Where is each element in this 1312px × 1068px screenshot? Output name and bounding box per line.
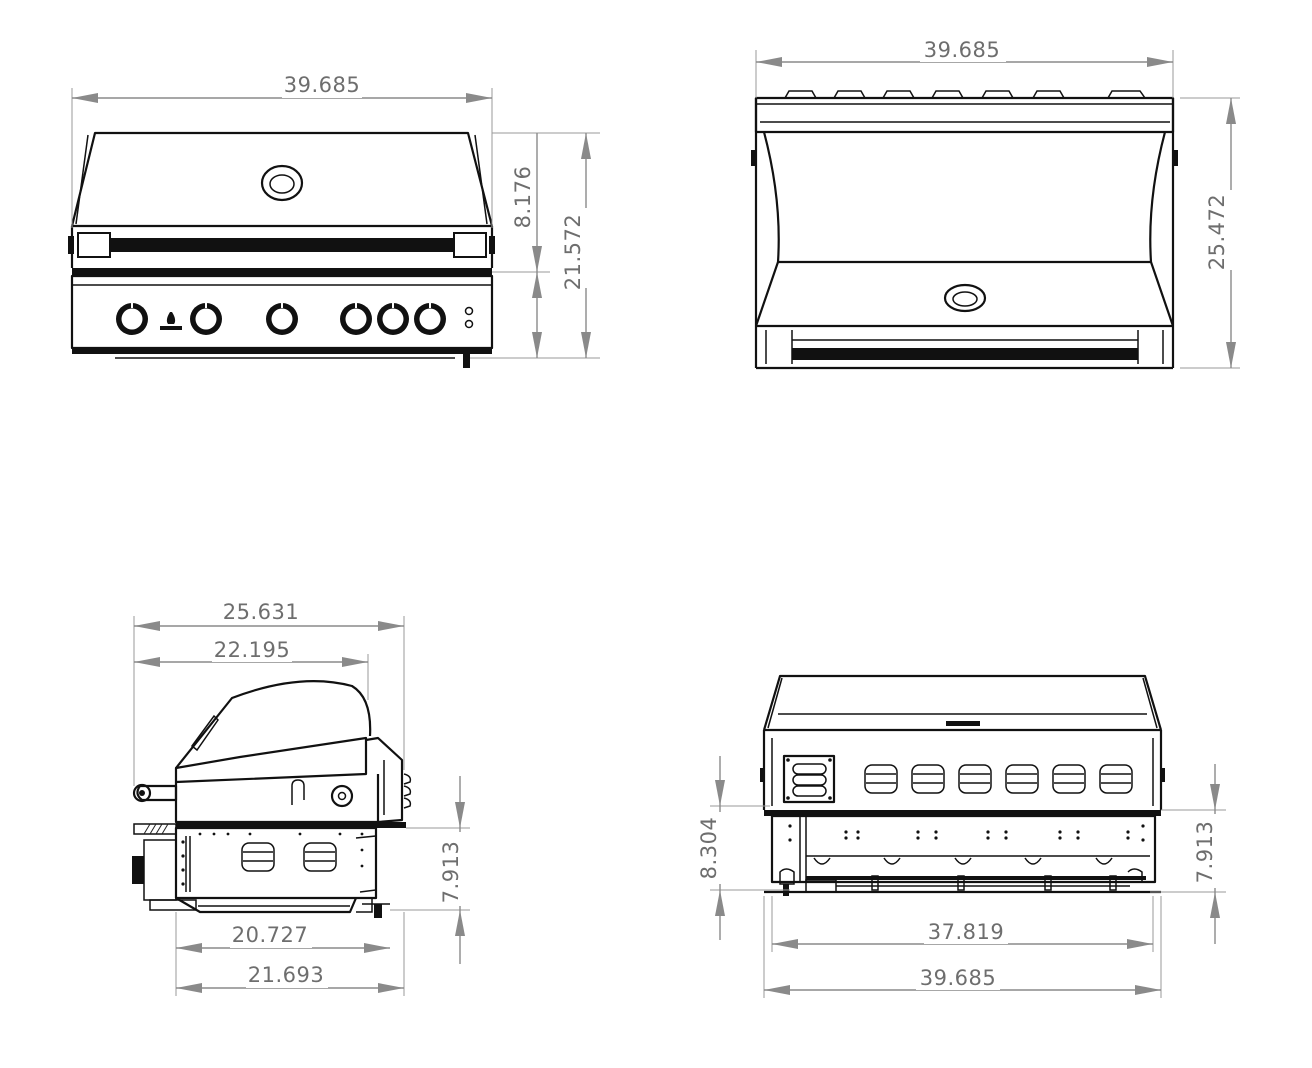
rear-view bbox=[760, 674, 1165, 896]
side-body-height-dimension: 7.913 bbox=[390, 776, 470, 964]
top-depth-dimension: 25.472 bbox=[1180, 97, 1240, 369]
side-base-depth-label: 20.727 bbox=[232, 923, 308, 947]
front-lid-height-label: 8.176 bbox=[511, 166, 535, 229]
side-cutout-depth-dimension: 21.693 bbox=[176, 962, 404, 993]
top-width-dimension: 39.685 bbox=[755, 36, 1174, 98]
rear-body-height-dimension: 8.304 bbox=[697, 756, 790, 940]
rear-right-height-label: 7.913 bbox=[1193, 821, 1217, 884]
top-width-label: 39.685 bbox=[924, 38, 1000, 62]
front-view bbox=[68, 131, 495, 368]
front-width-dimension: 39.685 bbox=[71, 72, 493, 228]
side-hood-depth-dimension: 22.195 bbox=[134, 636, 369, 700]
top-view bbox=[751, 90, 1178, 370]
side-base-depth-dimension: 20.727 bbox=[175, 912, 405, 996]
rear-right-height-dimension: 7.913 bbox=[1150, 764, 1226, 944]
side-view bbox=[132, 680, 412, 918]
rear-overall-width-label: 39.685 bbox=[920, 966, 996, 990]
side-body-height-label: 7.913 bbox=[439, 841, 463, 904]
front-total-height-label: 21.572 bbox=[561, 214, 585, 290]
rear-overall-width-dimension: 39.685 bbox=[763, 896, 1162, 998]
side-overall-depth-dimension: 25.631 bbox=[133, 598, 405, 786]
top-depth-label: 25.472 bbox=[1205, 194, 1229, 270]
side-hood-depth-label: 22.195 bbox=[214, 638, 290, 662]
front-width-label: 39.685 bbox=[284, 73, 360, 97]
rear-inner-width-dimension: 37.819 bbox=[771, 896, 1154, 952]
front-total-height-dimension: 21.572 bbox=[561, 133, 591, 358]
side-overall-depth-label: 25.631 bbox=[223, 600, 299, 624]
rear-inner-width-label: 37.819 bbox=[928, 920, 1004, 944]
side-cutout-depth-label: 21.693 bbox=[248, 963, 324, 987]
front-lid-height-dimension: 8.176 bbox=[470, 132, 600, 359]
rear-body-height-label: 8.304 bbox=[697, 817, 721, 880]
